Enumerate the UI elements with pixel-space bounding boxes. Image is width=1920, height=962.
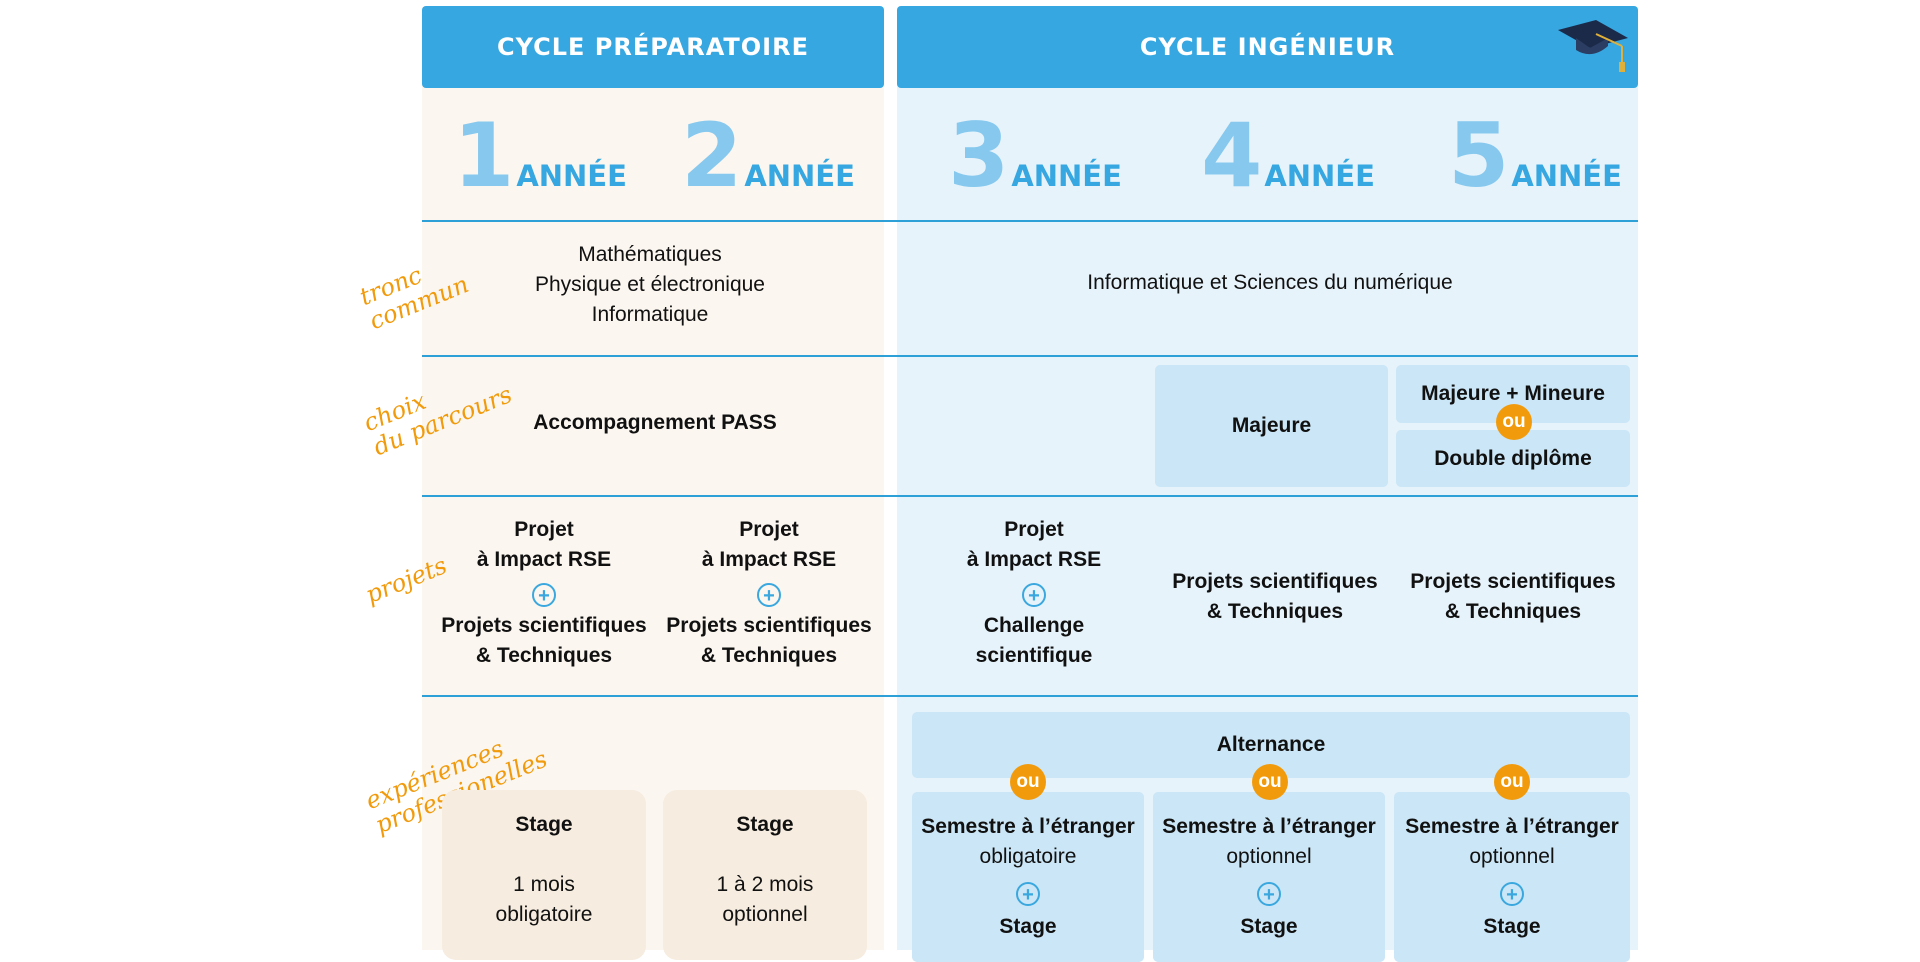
semestre-sub: obligatoire	[979, 845, 1077, 868]
stage-year-2-card: Stage 1 à 2 mois optionnel	[663, 790, 867, 960]
plus-circle-icon: +	[1500, 882, 1524, 906]
header-ing-label: CYCLE INGÉNIEUR	[1139, 33, 1396, 61]
year-5-number: 5	[1448, 104, 1509, 207]
alternance-label: Alternance	[1216, 733, 1326, 756]
semestre-sub: optionnel	[1469, 845, 1555, 868]
plus-circle-icon: +	[1022, 583, 1046, 607]
projet-line: & Techniques	[1444, 600, 1582, 623]
stage-line: optionnel	[722, 903, 808, 926]
ou-badge: ou	[1494, 764, 1530, 800]
year-5-label: ANNÉE	[1511, 159, 1622, 193]
subject: Physique et électronique	[535, 273, 765, 296]
year-4-number: 4	[1201, 104, 1262, 207]
stage-line: 1 à 2 mois	[716, 873, 814, 896]
plus-circle-icon: +	[1016, 882, 1040, 906]
projets-year-2-bottom: Projets scientifiques & Techniques	[655, 611, 883, 671]
projet-line: Projet	[739, 518, 799, 541]
stage-label: Stage	[1483, 915, 1541, 938]
semestre-sub: optionnel	[1226, 845, 1312, 868]
projets-year-3-bottom: Challenge scientifique	[917, 611, 1151, 671]
stage-year-1-card: Stage 1 mois obligatoire	[442, 790, 646, 960]
tronc-commun-ing: Informatique et Sciences du numérique	[1087, 271, 1453, 294]
tronc-commun-prep: Mathématiques Physique et électronique I…	[430, 240, 870, 330]
projet-line: & Techniques	[1206, 600, 1344, 623]
projet-line: Projets scientifiques	[1172, 570, 1378, 593]
header-cycle-preparatoire: CYCLE PRÉPARATOIRE	[422, 6, 884, 88]
year-4-label: ANNÉE	[1264, 159, 1375, 193]
year-4: 4 ANNÉE	[1183, 112, 1393, 200]
row-divider	[422, 220, 1638, 222]
stage-line: obligatoire	[495, 903, 593, 926]
majeure-box: Majeure	[1155, 365, 1388, 487]
year-3-number: 3	[948, 104, 1009, 207]
projet-line: scientifique	[975, 644, 1093, 667]
projets-year-5: Projets scientifiques & Techniques	[1396, 567, 1630, 627]
semestre-year-5-card: Semestre à l’étranger optionnel + Stage	[1394, 792, 1630, 962]
header-cycle-ingenieur: CYCLE INGÉNIEUR	[897, 6, 1638, 88]
ou-badge: ou	[1010, 764, 1046, 800]
majeure-mineure-box: Majeure + Mineure	[1396, 365, 1630, 423]
choix-prep: Accompagnement PASS	[533, 411, 777, 434]
year-1-label: ANNÉE	[516, 159, 627, 193]
projet-line: Projet	[514, 518, 574, 541]
stage-label: Stage	[999, 915, 1057, 938]
year-5: 5 ANNÉE	[1430, 112, 1640, 200]
majeure-label: Majeure	[1231, 414, 1312, 437]
year-3-label: ANNÉE	[1011, 159, 1122, 193]
stage-line: 1 mois	[513, 873, 575, 896]
ou-badge: ou	[1496, 404, 1532, 440]
row-divider	[422, 495, 1638, 497]
semestre-title: Semestre à l’étranger	[921, 815, 1135, 838]
subject: Mathématiques	[578, 243, 722, 266]
double-diplome-label: Double diplôme	[1434, 446, 1592, 470]
semestre-year-4-card: Semestre à l’étranger optionnel + Stage	[1153, 792, 1385, 962]
ou-badge: ou	[1252, 764, 1288, 800]
year-1: 1 ANNÉE	[440, 112, 640, 200]
year-3: 3 ANNÉE	[935, 112, 1135, 200]
projets-year-2: Projet à Impact RSE	[655, 515, 883, 575]
stage-title: Stage	[736, 813, 794, 836]
stage-label: Stage	[1240, 915, 1298, 938]
row-divider	[422, 355, 1638, 357]
stage-title: Stage	[515, 813, 573, 836]
subject: Informatique	[591, 303, 709, 326]
projet-line: à Impact RSE	[701, 548, 837, 571]
semestre-year-3-card: Semestre à l’étranger obligatoire + Stag…	[912, 792, 1144, 962]
year-2-number: 2	[681, 104, 742, 207]
year-2-label: ANNÉE	[744, 159, 855, 193]
projet-line: Projets scientifiques	[441, 614, 647, 637]
year-1-number: 1	[453, 104, 514, 207]
plus-circle-icon: +	[1257, 882, 1281, 906]
year-2: 2 ANNÉE	[668, 112, 868, 200]
row-divider	[422, 695, 1638, 697]
header-prep-label: CYCLE PRÉPARATOIRE	[497, 33, 809, 61]
projet-line: Projets scientifiques	[666, 614, 872, 637]
plus-circle-icon: +	[757, 583, 781, 607]
projets-year-3: Projet à Impact RSE	[917, 515, 1151, 575]
semestre-title: Semestre à l’étranger	[1405, 815, 1619, 838]
projet-line: Projet	[1004, 518, 1064, 541]
projet-line: à Impact RSE	[476, 548, 612, 571]
projets-year-1-bottom: Projets scientifiques & Techniques	[430, 611, 658, 671]
projets-year-4: Projets scientifiques & Techniques	[1158, 567, 1392, 627]
projets-year-1: Projet à Impact RSE	[430, 515, 658, 575]
projet-line: & Techniques	[700, 644, 838, 667]
projet-line: Projets scientifiques	[1410, 570, 1616, 593]
graduation-cap-icon	[1558, 20, 1628, 72]
projet-line: Challenge	[983, 614, 1085, 637]
projet-line: & Techniques	[475, 644, 613, 667]
majeure-mineure-label: Majeure + Mineure	[1421, 382, 1605, 405]
plus-circle-icon: +	[532, 583, 556, 607]
semestre-title: Semestre à l’étranger	[1162, 815, 1376, 838]
projet-line: à Impact RSE	[966, 548, 1102, 571]
